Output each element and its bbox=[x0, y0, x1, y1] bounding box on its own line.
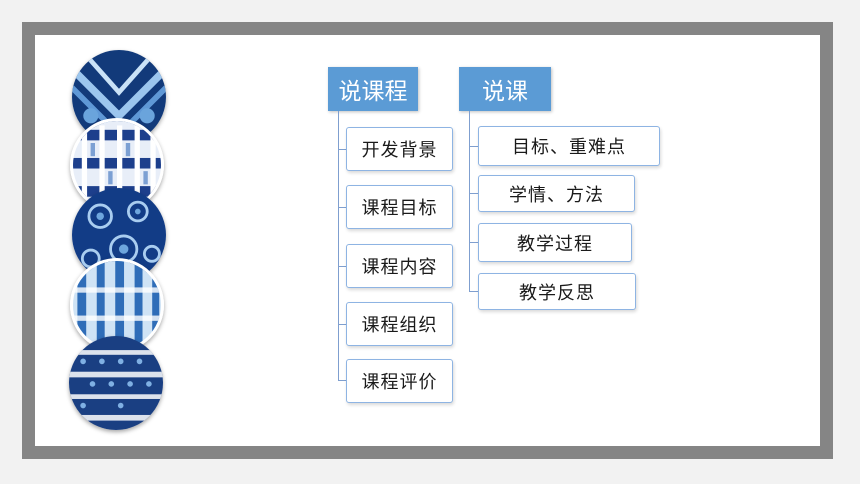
left-item-development-background: 开发背景 bbox=[346, 127, 453, 171]
right-branch-2 bbox=[469, 193, 478, 194]
left-tree-connector bbox=[338, 111, 339, 380]
left-item-course-content: 课程内容 bbox=[346, 244, 453, 288]
left-branch-3 bbox=[338, 266, 346, 267]
left-branch-1 bbox=[338, 149, 346, 150]
right-tree-header: 说课 bbox=[459, 67, 551, 111]
right-item-teaching-process: 教学过程 bbox=[478, 223, 632, 262]
left-tree-header: 说课程 bbox=[328, 67, 418, 111]
left-item-course-objectives: 课程目标 bbox=[346, 185, 453, 229]
tie-dye-image-5 bbox=[69, 336, 163, 430]
left-item-course-organization: 课程组织 bbox=[346, 302, 453, 346]
left-branch-4 bbox=[338, 324, 346, 325]
left-item-course-evaluation: 课程评价 bbox=[346, 359, 453, 403]
right-branch-3 bbox=[469, 242, 478, 243]
right-branch-1 bbox=[469, 146, 478, 147]
tie-dye-image-4 bbox=[70, 258, 164, 352]
right-item-goals-key-points: 目标、重难点 bbox=[478, 126, 660, 166]
left-branch-5 bbox=[338, 380, 346, 381]
right-branch-4 bbox=[469, 291, 478, 292]
right-item-teaching-reflection: 教学反思 bbox=[478, 273, 636, 310]
tie-dye-image-1 bbox=[72, 50, 166, 144]
left-branch-2 bbox=[338, 207, 346, 208]
right-item-learning-methods: 学情、方法 bbox=[478, 175, 635, 212]
right-tree-connector bbox=[469, 111, 470, 291]
